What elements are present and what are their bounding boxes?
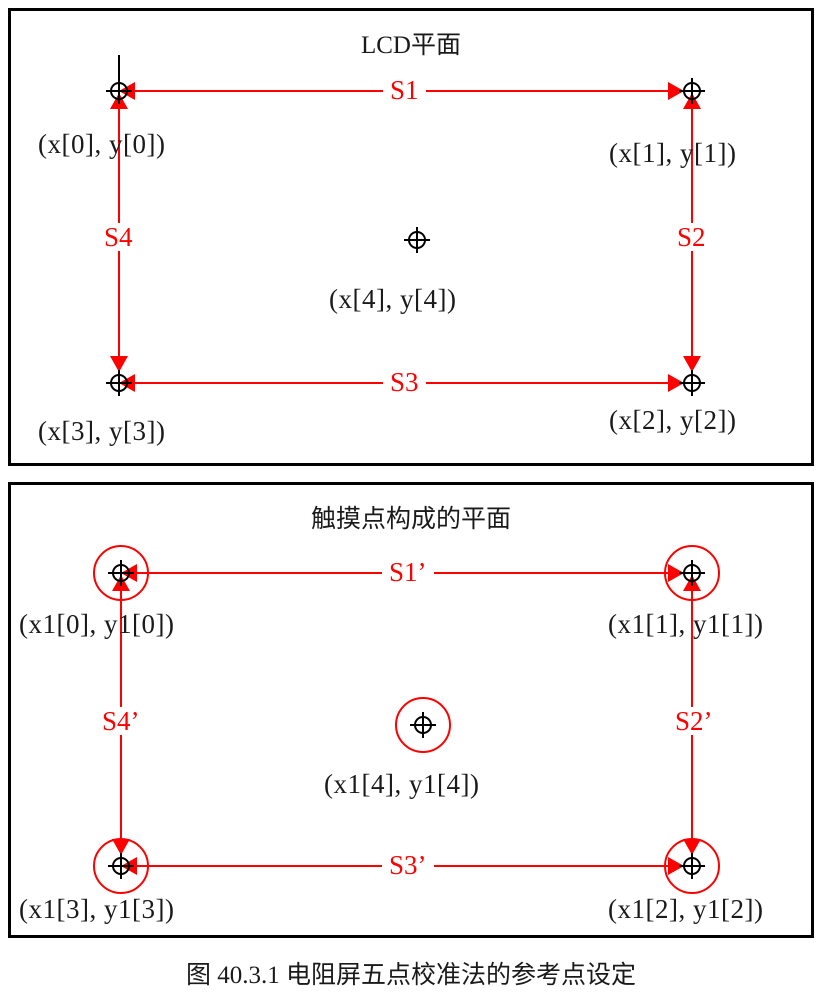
touch-area-circle-q1 (664, 545, 720, 601)
touch-area-circle-q0 (93, 545, 149, 601)
coordinate-label-p1: (x[1], y[1]) (609, 138, 737, 168)
figure-caption: 图 40.3.1 电阻屏五点校准法的参考点设定 (185, 962, 636, 989)
calibration-point-marker-p3[interactable] (106, 370, 132, 396)
touch-point-marker-q1[interactable] (679, 560, 705, 586)
crosshair-ring-icon (408, 231, 426, 249)
touch-area-circle-q4 (395, 697, 451, 753)
calibration-point-marker-p4[interactable] (404, 227, 430, 253)
segment-label-s2-prime: S2’ (668, 707, 720, 735)
calibration-point-marker-p0[interactable] (106, 78, 132, 104)
segment-label-s1-prime: S1’ (382, 558, 434, 586)
reference-tick-vertical (118, 55, 120, 93)
arrow-into-p2-from-above (683, 356, 701, 372)
crosshair-ring-icon (683, 857, 701, 875)
segment-label-s2: S2 (670, 223, 713, 251)
crosshair-ring-icon (683, 374, 701, 392)
segment-label-s3: S3 (383, 368, 426, 396)
touch-point-marker-q3[interactable] (108, 853, 134, 879)
panel-lcd-plane: LCD平面 (8, 8, 814, 466)
calibration-point-marker-p2[interactable] (679, 370, 705, 396)
arrow-into-p2-from-left (668, 374, 684, 392)
crosshair-ring-icon (414, 716, 432, 734)
coordinate-label-q2: (x1[2], y1[2]) (608, 894, 764, 924)
arrow-into-p3-from-above (110, 356, 128, 372)
coordinate-label-p2: (x[2], y[2]) (609, 405, 737, 435)
crosshair-ring-icon (112, 564, 130, 582)
panel-touch-title: 触摸点构成的平面 (310, 506, 511, 533)
panel-lcd-title: LCD平面 (360, 32, 461, 59)
coordinate-label-q1: (x1[1], y1[1]) (608, 609, 764, 639)
coordinate-label-p3: (x[3], y[3]) (38, 416, 166, 446)
crosshair-ring-icon (683, 82, 701, 100)
touch-point-marker-q2[interactable] (679, 853, 705, 879)
segment-label-s4-prime: S4’ (95, 707, 147, 735)
touch-area-circle-q2 (664, 838, 720, 894)
coordinate-label-q4: (x1[4], y1[4]) (324, 769, 480, 799)
panel-touch-plane: 触摸点构成的平面 (8, 482, 814, 938)
touch-point-marker-q0[interactable] (108, 560, 134, 586)
arrow-into-p1-from-left (668, 82, 684, 100)
crosshair-ring-icon (110, 374, 128, 392)
coordinate-label-p4: (x[4], y[4]) (329, 284, 457, 314)
coordinate-label-q0: (x1[0], y1[0]) (19, 609, 175, 639)
segment-label-s3-prime: S3’ (382, 851, 434, 879)
crosshair-ring-icon (683, 564, 701, 582)
crosshair-ring-icon (112, 857, 130, 875)
coordinate-label-q3: (x1[3], y1[3]) (19, 894, 175, 924)
segment-label-s1: S1 (383, 76, 426, 104)
crosshair-ring-icon (110, 82, 128, 100)
calibration-point-marker-p1[interactable] (679, 78, 705, 104)
touch-area-circle-q3 (93, 838, 149, 894)
touch-point-marker-q4[interactable] (410, 712, 436, 738)
segment-label-s4: S4 (97, 223, 140, 251)
coordinate-label-p0: (x[0], y[0]) (38, 129, 166, 159)
